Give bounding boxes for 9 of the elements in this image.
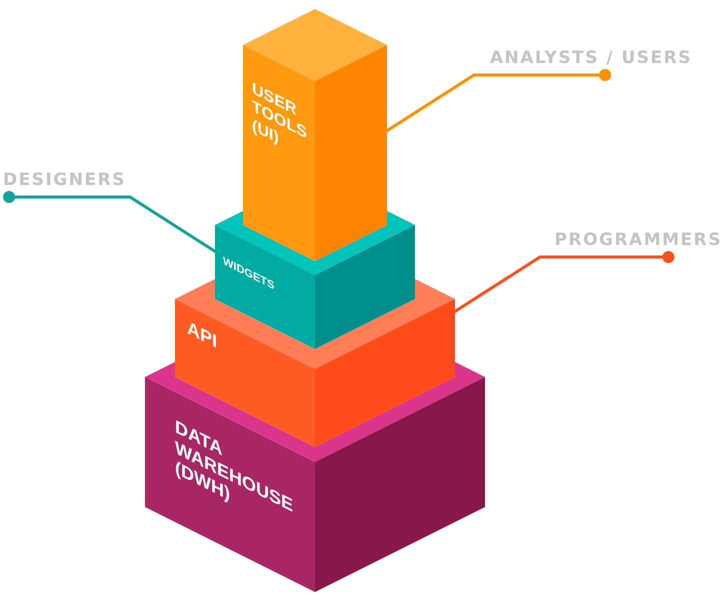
block-label: API [187, 317, 218, 353]
leader-line [454, 251, 674, 313]
role-label: DESIGNERS [3, 170, 126, 190]
role-label: ANALYSTS / USERS [490, 48, 692, 68]
isometric-block [215, 211, 415, 349]
isometric-block [145, 362, 485, 592]
leader-line [3, 191, 216, 253]
role-label: PROGRAMMERS [554, 230, 722, 250]
leader-line [386, 69, 612, 132]
